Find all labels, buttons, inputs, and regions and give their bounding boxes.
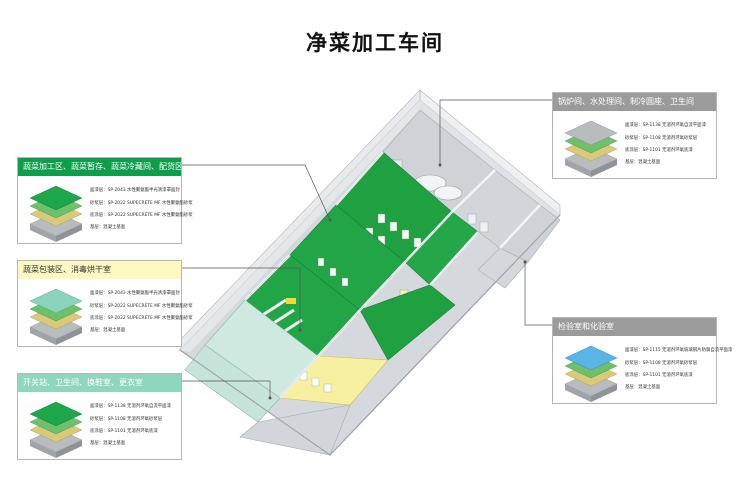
panel-header: 锅炉间、水处理间、制冷圆座、卫生间 <box>553 93 716 111</box>
floor-layers-diagram <box>29 401 83 458</box>
layer-spec: 砂浆层：SP-2022 SUPECRETE MF 水性聚氨酯砂浆 <box>90 304 193 309</box>
legend-panel-veg-packaging: 蔬菜包装区、消毒烘干室 面漆层：SP-2043 水性聚氨酯半光清漆罩面封 砂浆层… <box>17 260 193 347</box>
processing-tables <box>317 257 349 287</box>
layer-spec: 基层：混凝土基面 <box>90 441 126 446</box>
top-coat-layer <box>29 401 83 427</box>
layer-spec: 砂浆层：SP-1108 无溶剂环氧砂浆层 <box>90 417 163 422</box>
top-coat-layer <box>564 120 618 146</box>
top-coat-layer <box>29 288 83 314</box>
packaging-floor <box>359 284 456 361</box>
top-coat-layer <box>564 345 618 371</box>
layer-spec: 基层：混凝土基面 <box>625 385 661 390</box>
layer-spec: 基层：混凝土基面 <box>90 328 126 333</box>
floor-layers-diagram <box>29 288 83 345</box>
layer-spec: 底涂层：SP-1101 无溶剂环氧底漆 <box>625 148 693 153</box>
layer-spec: 基层：混凝土基面 <box>625 160 661 165</box>
legend-panel-lab: 检验室和化验室 面漆层：SP-1115 无溶剂环氧玻璃钢片防腐自流平面漆 砂浆层… <box>552 317 732 404</box>
layer-spec: 底涂层：SP-2022 SUPECRETE MF 水性聚氨酯砂浆 <box>90 316 193 321</box>
floor-layers-diagram <box>564 120 618 177</box>
legend-panel-veg-processing: 蔬菜加工区、蔬菜暂存、蔬菜冷藏间、配货区、净菜冷藏间 面漆层：SP-2043 水… <box>17 157 193 244</box>
layer-spec: 面漆层：SP-1138 无溶剂环氧自流平面漆 <box>90 404 171 409</box>
panel-header: 开关站、卫生间、换鞋室、更衣室 <box>18 374 181 392</box>
page-title: 净菜加工车间 <box>306 31 444 55</box>
panel-header: 蔬菜加工区、蔬菜暂存、蔬菜冷藏间、配货区、净菜冷藏间 <box>18 158 181 176</box>
floor-layers-diagram <box>564 345 618 402</box>
floor-layers-diagram <box>29 185 83 242</box>
legend-panel-boiler: 锅炉间、水处理间、制冷圆座、卫生间 面漆层：SP-1138 无溶剂环氧自流平面漆… <box>552 92 717 179</box>
layer-spec: 砂浆层：SP-1108 无溶剂环氧砂浆层 <box>625 361 698 366</box>
top-coat-layer <box>29 185 83 211</box>
layer-spec: 基层：混凝土基面 <box>90 225 126 230</box>
layer-spec: 砂浆层：SP-2022 SUPECRETE MF 水性聚氨酯砂浆 <box>90 201 193 206</box>
layer-spec: 砂浆层：SP-1108 无溶剂环氧砂浆层 <box>625 136 698 141</box>
layer-spec: 底涂层：SP-1101 无溶剂环氧底漆 <box>90 429 158 434</box>
panel-header: 蔬菜包装区、消毒烘干室 <box>18 261 181 279</box>
layer-spec: 底涂层：SP-2022 SUPECRETE MF 水性聚氨酯砂浆 <box>90 213 193 218</box>
layer-spec: 底涂层：SP-1101 无溶剂环氧底漆 <box>625 373 693 378</box>
legend-panel-restrooms: 开关站、卫生间、换鞋室、更衣室 面漆层：SP-1138 无溶剂环氧自流平面漆 砂… <box>17 373 182 460</box>
layer-spec: 面漆层：SP-2043 水性聚氨酯半光清漆罩面封 <box>90 188 180 193</box>
layer-spec: 面漆层：SP-1138 无溶剂环氧自流平面漆 <box>625 123 706 128</box>
panel-header: 检验室和化验室 <box>553 318 716 336</box>
layer-spec: 面漆层：SP-2043 水性聚氨酯半光清漆罩面封 <box>90 291 180 296</box>
layer-spec: 面漆层：SP-1115 无溶剂环氧玻璃钢片防腐自流平面漆 <box>625 348 733 353</box>
boiler-tank <box>433 185 463 201</box>
